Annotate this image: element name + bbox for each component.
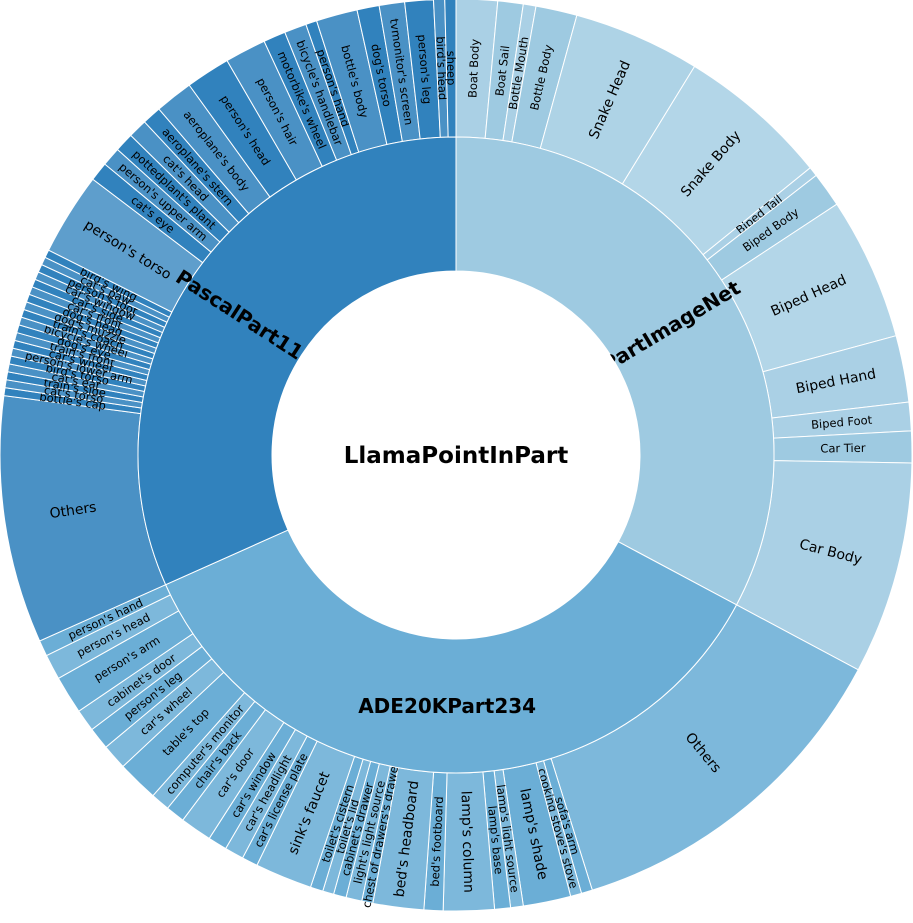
center-hole (272, 271, 640, 639)
outer-label-partimagenet-boat-sail: Boat Sail (492, 45, 512, 97)
outer-label-partimagenet-boat-body: Boat Body (465, 38, 482, 98)
outer-label-partimagenet-car-tier: Car Tier (820, 441, 866, 456)
outer-label-partimagenet-biped-foot: Biped Foot (811, 413, 874, 432)
outer-label-pascalpart116-person-s-leg: person's leg (415, 34, 435, 105)
outer-label-pascalpart116-sheep: sheep (444, 51, 458, 86)
outer-label-ade20kpart234-lamp-s-column: lamp's column (457, 791, 476, 894)
inner-label-ade20kpart234: ADE20KPart234 (358, 694, 536, 718)
outer-label-pascalpart116-others: Others (49, 500, 98, 523)
outer-label-ade20kpart234-bed-s-footboard: bed's footboard (428, 796, 446, 887)
chart-title: LlamaPointInPart (344, 443, 569, 469)
